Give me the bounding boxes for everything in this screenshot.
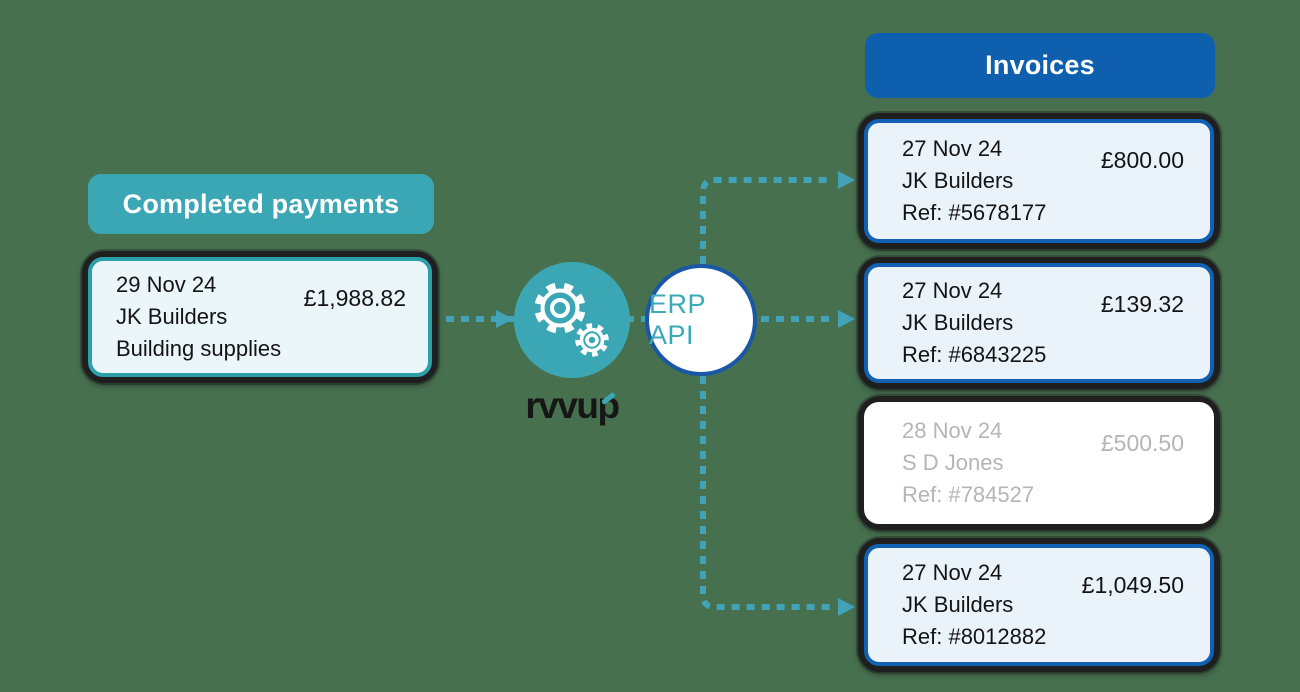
rvvup-logo-text: rvvup: [525, 385, 620, 426]
invoice-payer: JK Builders: [902, 310, 1014, 335]
invoice-payer: S D Jones: [902, 450, 1004, 475]
payment-card: 29 Nov 24 JK Builders Building supplies …: [82, 251, 438, 383]
invoice-date: 27 Nov 24: [902, 560, 1003, 585]
invoice-amount: £800.00: [1100, 147, 1184, 173]
connector-erp-to-invoice-4: [700, 376, 832, 610]
arrowhead-into-rvvup-icon: [496, 310, 513, 328]
invoice-ref: Ref: #6843225: [902, 342, 1047, 367]
rvvup-logo: rvvup: [514, 383, 630, 429]
payment-date: 29 Nov 24: [116, 272, 217, 297]
invoices-header: Invoices: [865, 33, 1215, 98]
invoice-ref: Ref: #5678177: [902, 200, 1047, 225]
invoice-payer: JK Builders: [902, 592, 1014, 617]
gears-icon: [534, 282, 611, 359]
invoice-amount: £139.32: [1100, 291, 1184, 317]
invoice-date: 27 Nov 24: [902, 136, 1003, 161]
payment-description: Building supplies: [116, 336, 282, 361]
invoice-ref: Ref: #8012882: [902, 624, 1047, 649]
invoice-ref: Ref: #784527: [902, 482, 1035, 507]
invoice-card-2: 27 Nov 24 JK Builders Ref: #6843225 £139…: [858, 257, 1220, 389]
invoice-date: 27 Nov 24: [902, 278, 1003, 303]
invoice-card-4: 27 Nov 24 JK Builders Ref: #8012882 £1,0…: [858, 538, 1220, 672]
rvvup-integration-bubble: [514, 262, 630, 378]
invoice-card-1: 27 Nov 24 JK Builders Ref: #5678177 £800…: [858, 113, 1220, 249]
invoice-card-3-unmatched: 28 Nov 24 S D Jones Ref: #784527 £500.50: [858, 396, 1220, 530]
arrowhead-invoice-4-icon: [838, 598, 855, 616]
invoice-date: 28 Nov 24: [902, 418, 1003, 443]
invoice-amount: £500.50: [1100, 430, 1184, 456]
invoice-amount: £1,049.50: [1081, 572, 1184, 598]
payment-payer: JK Builders: [116, 304, 228, 329]
erp-api-label: ERP API: [649, 289, 706, 350]
connector-erp-to-invoice-1: [700, 177, 832, 264]
invoice-payer: JK Builders: [902, 168, 1014, 193]
arrowhead-invoice-1-icon: [838, 171, 855, 189]
completed-payments-header: Completed payments: [88, 174, 434, 234]
erp-api-node: ERP API: [645, 264, 757, 376]
arrowhead-invoice-2-icon: [838, 310, 855, 328]
payment-amount: £1,988.82: [303, 285, 406, 311]
